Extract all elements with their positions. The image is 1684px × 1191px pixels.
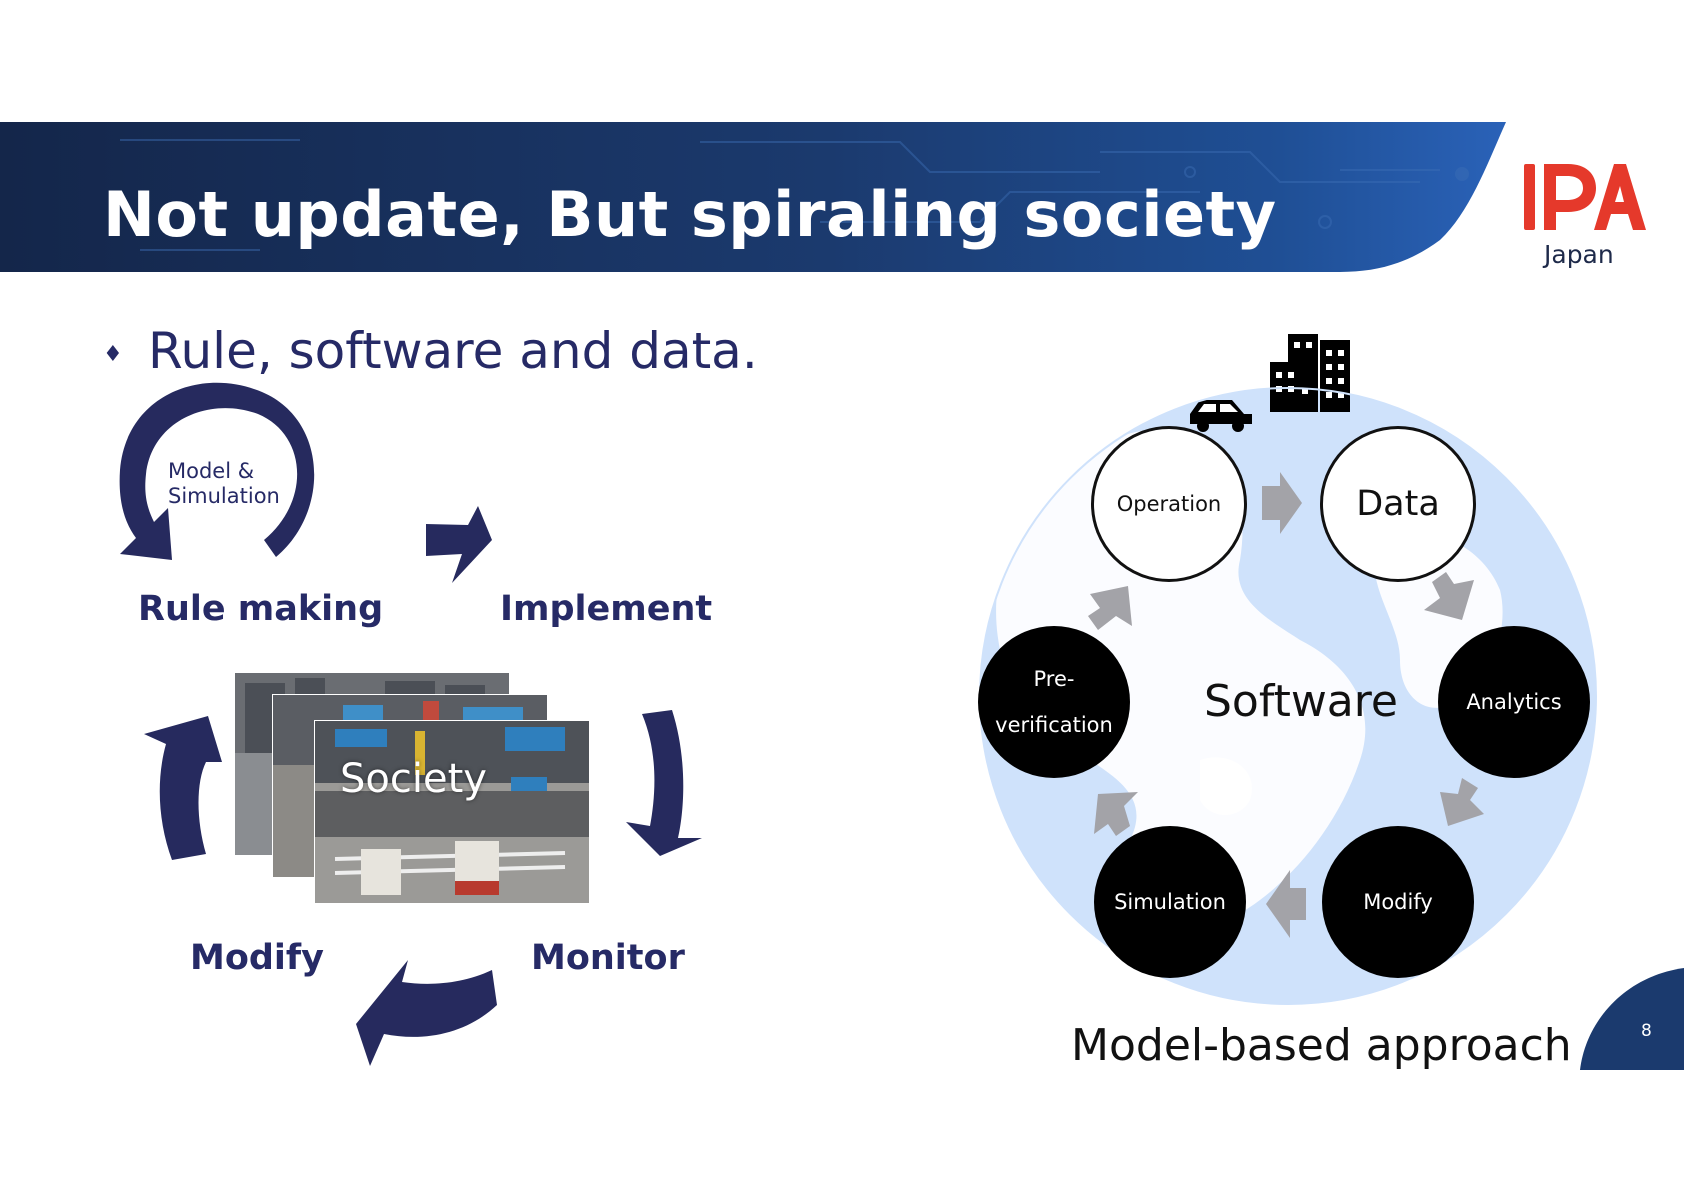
down-arrow-icon (626, 710, 702, 856)
arrow-preverification-to-operation (1088, 586, 1132, 630)
node-preverification-line1: Pre- (1033, 666, 1075, 691)
arrow-analytics-to-modify (1440, 778, 1484, 826)
node-modify-label: Modify (1363, 890, 1433, 914)
circular-arrow-icon (119, 382, 315, 560)
arrow-operation-to-data (1262, 472, 1302, 534)
society-photo-front (314, 720, 590, 904)
node-data: Data (1320, 426, 1476, 582)
society-label: Society (340, 756, 487, 802)
stage-rule-making: Rule making (138, 589, 384, 629)
node-analytics-label: Analytics (1466, 690, 1562, 714)
up-arrow-icon (144, 716, 222, 860)
node-simulation-label: Simulation (1114, 890, 1226, 914)
node-operation-label: Operation (1116, 492, 1222, 516)
node-operation: Operation (1091, 426, 1247, 582)
header-band (0, 122, 1506, 272)
node-simulation: Simulation (1094, 826, 1246, 978)
stage-modify: Modify (190, 938, 324, 978)
node-analytics: Analytics (1438, 626, 1590, 778)
model-simulation-line2: Simulation (168, 484, 280, 508)
page-number: 8 (1641, 1021, 1652, 1041)
model-simulation-label: Model & Simulation (168, 459, 280, 509)
car-icon (1190, 400, 1252, 432)
society-photo-stack (234, 672, 590, 904)
arrow-data-to-analytics (1424, 572, 1474, 620)
model-based-approach-caption: Model-based approach (1071, 1020, 1572, 1071)
bullet-marker: ♦ (103, 342, 123, 367)
arrow-modify-to-simulation (1266, 870, 1306, 938)
city-buildings-icon (1270, 334, 1350, 412)
node-modify: Modify (1322, 826, 1474, 978)
arrow-simulation-to-preverification (1094, 792, 1138, 836)
node-data-label: Data (1356, 484, 1440, 524)
stage-monitor: Monitor (531, 938, 685, 978)
node-preverification-line2: verification (995, 712, 1113, 737)
right-arrow-icon (426, 506, 492, 583)
ipa-logo (1524, 164, 1646, 230)
bullet-text: Rule, software and data. (148, 322, 758, 380)
slide-title: Not update, But spiraling society (103, 178, 1277, 251)
model-simulation-line1: Model & (168, 459, 255, 483)
page-corner-shape (1580, 968, 1684, 1070)
stage-implement: Implement (500, 589, 713, 629)
software-label: Software (1204, 676, 1398, 727)
logo-subtitle: Japan (1544, 240, 1614, 269)
left-arrow-icon (356, 960, 497, 1066)
node-preverification: Pre- verification (978, 626, 1130, 778)
rule-cycle-diagram (119, 382, 702, 1066)
